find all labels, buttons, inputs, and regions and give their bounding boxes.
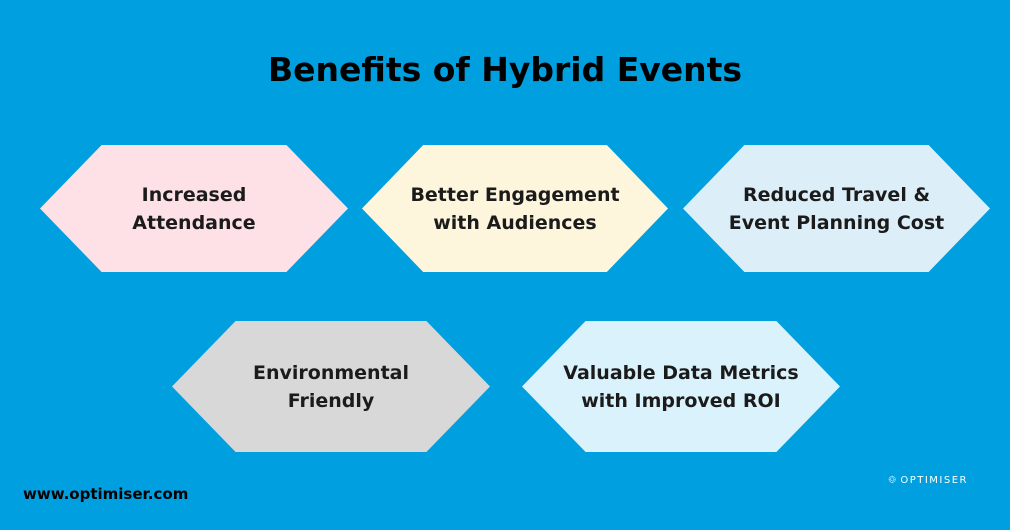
benefit-increased-attendance: Increased Attendance: [40, 145, 348, 272]
benefit-label: Reduced Travel & Event Planning Cost: [728, 183, 945, 234]
footer-url: www.optimiser.com: [23, 485, 189, 503]
benefit-label: Increased Attendance: [132, 183, 256, 234]
optimiser-logo: OPTIMISER: [888, 460, 968, 500]
logo-wordmark: OPTIMISER: [900, 474, 968, 486]
benefit-label: Valuable Data Metrics with Improved ROI: [563, 361, 799, 412]
benefit-label: Better Engagement with Audiences: [410, 183, 620, 234]
benefit-better-engagement: Better Engagement with Audiences: [362, 145, 668, 272]
benefit-label: Environmental Friendly: [253, 361, 409, 412]
optimiser-logo-icon: [888, 475, 896, 484]
benefit-valuable-data-metrics: Valuable Data Metrics with Improved ROI: [522, 321, 840, 452]
benefit-reduced-travel-cost: Reduced Travel & Event Planning Cost: [683, 145, 990, 272]
benefit-environmental-friendly: Environmental Friendly: [172, 321, 490, 452]
page-title: Benefits of Hybrid Events: [267, 50, 743, 89]
